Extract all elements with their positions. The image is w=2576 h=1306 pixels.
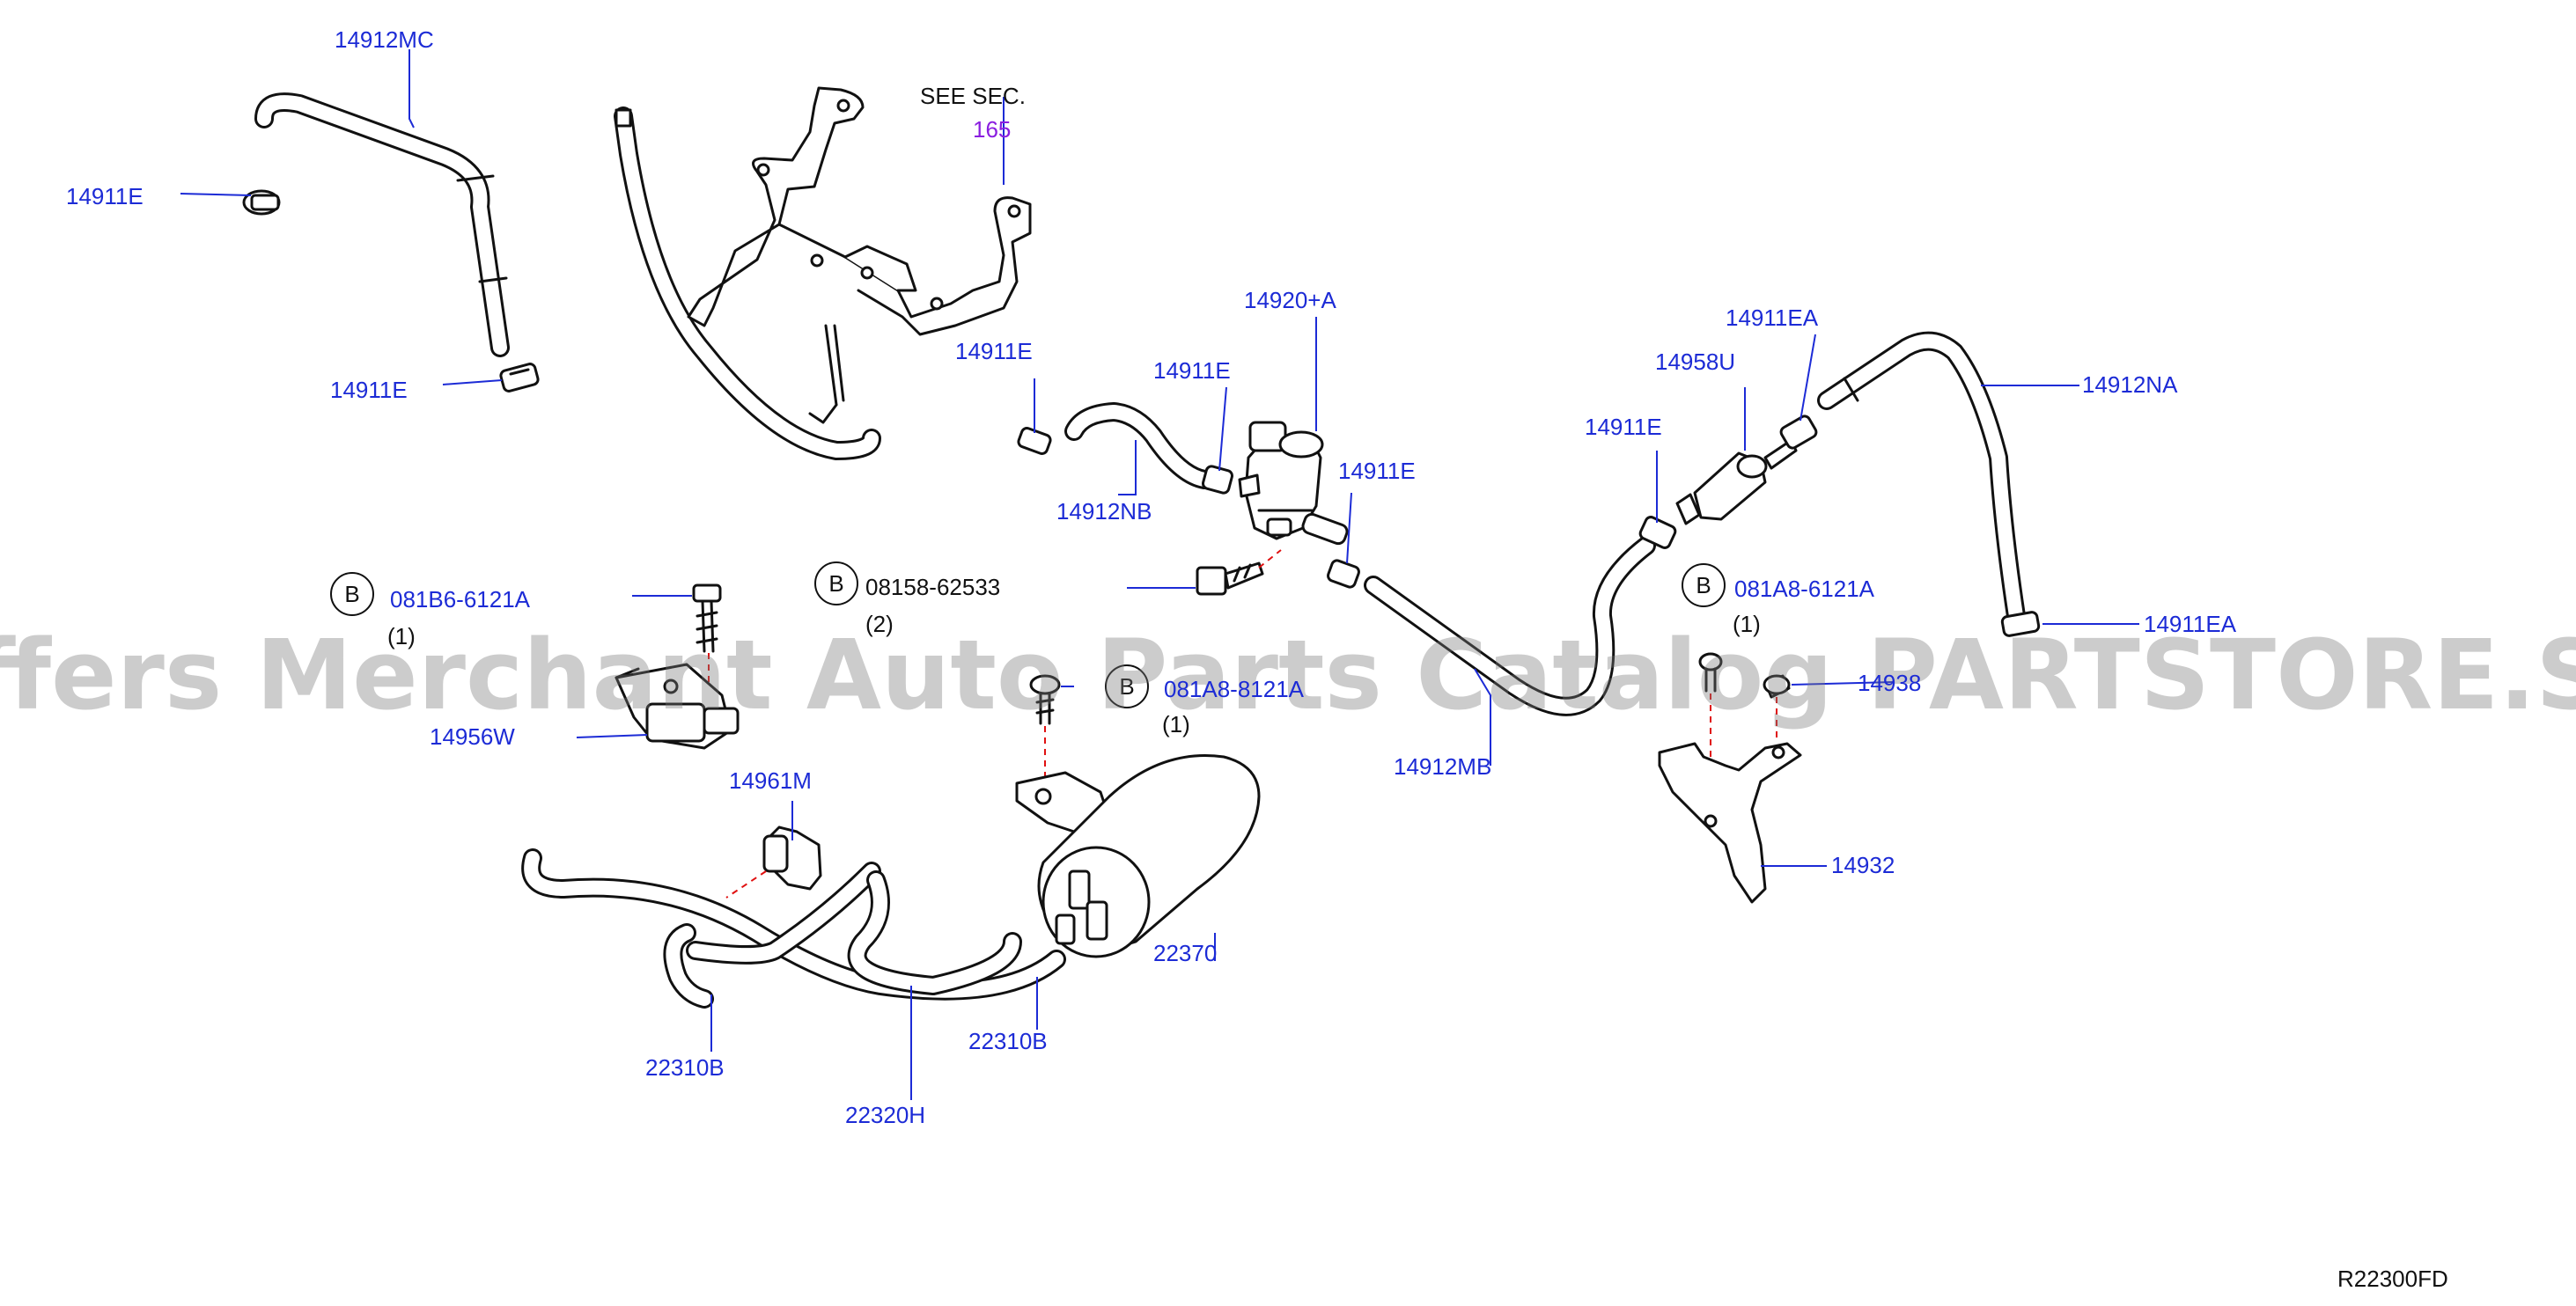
callout-letter: B	[1696, 572, 1711, 598]
bolt-callout-b2: B	[814, 561, 858, 605]
hose-22310b-right[interactable]	[847, 870, 1022, 995]
hose-22320h[interactable]	[521, 848, 1066, 1001]
clamp-14911e-center-left[interactable]	[1017, 427, 1052, 455]
label-14912nb[interactable]: 14912NB	[1056, 498, 1152, 525]
watermark-text: Offers Merchant Auto Parts Catalog PARTS…	[0, 619, 2576, 731]
callout-letter: B	[1119, 673, 1134, 700]
qty-081a8-8121a: (1)	[1162, 711, 1190, 737]
label-14912na[interactable]: 14912NA	[2082, 371, 2178, 398]
bolt-callout-b3: B	[1105, 664, 1149, 708]
label-14911e-center-left[interactable]: 14911E	[955, 338, 1033, 364]
nut-14938[interactable]	[1763, 674, 1791, 739]
hose-22310b-left[interactable]	[663, 862, 881, 1009]
valve-14958u[interactable]	[1675, 438, 1798, 525]
hose-14912nb[interactable]	[1064, 402, 1214, 489]
bolt-callout-b4: B	[1682, 563, 1726, 607]
label-14911e-center[interactable]: 14911E	[1153, 357, 1231, 384]
label-22310b-left[interactable]: 22310B	[645, 1054, 725, 1081]
label-14912mc[interactable]: 14912MC	[335, 26, 434, 53]
clip-14961m[interactable]	[725, 825, 822, 899]
clamp-14911ea-top[interactable]	[1779, 415, 1818, 451]
label-14911ea-bottom[interactable]: 14911EA	[2144, 611, 2237, 637]
callout-letter: B	[344, 581, 359, 607]
pipe-sec165	[614, 106, 881, 460]
bolt-08158-62533[interactable]	[1196, 549, 1282, 596]
label-081b6-6121a[interactable]: 081B6-6121A	[390, 586, 531, 613]
label-14920a[interactable]: 14920+A	[1244, 287, 1336, 313]
label-22320h[interactable]: 22320H	[845, 1102, 925, 1128]
label-14961m[interactable]: 14961M	[729, 767, 812, 794]
bracket-sec165	[687, 86, 1032, 424]
label-14956w[interactable]: 14956W	[430, 723, 515, 750]
label-14958u[interactable]: 14958U	[1655, 349, 1735, 375]
qty-08158-62533: (2)	[865, 611, 894, 637]
hose-14912mc[interactable]	[254, 92, 510, 357]
label-14911e-lower[interactable]: 14911E	[330, 377, 408, 403]
label-14938[interactable]: 14938	[1858, 670, 1921, 696]
figure-code: R22300FD	[2337, 1266, 2448, 1292]
callout-letter: B	[828, 570, 843, 597]
valve-14920a[interactable]	[1238, 421, 1349, 546]
label-08158-62533: 08158-62533	[865, 574, 1000, 600]
clamp-14911e-lower[interactable]	[499, 363, 540, 393]
part-labels: 14912MC 14911E 14911E SEE SEC. 165 14911…	[66, 26, 2448, 1292]
clamp-14911e-right-valve[interactable]	[1327, 559, 1360, 589]
leader-lines	[180, 49, 2139, 1100]
hose-14912na[interactable]	[1817, 331, 2026, 626]
label-14911e-right[interactable]: 14911E	[1585, 414, 1662, 440]
see-sec-number[interactable]: 165	[973, 116, 1011, 143]
clamp-14911e-right[interactable]	[1638, 516, 1677, 550]
clamp-14911e-center[interactable]	[1201, 465, 1234, 495]
bolt-081a8-8121a[interactable]	[1029, 674, 1061, 783]
label-14911e-top[interactable]: 14911E	[66, 183, 144, 209]
label-22370[interactable]: 22370	[1153, 940, 1217, 966]
bolt-callout-b1: B	[330, 572, 374, 616]
label-14932[interactable]: 14932	[1831, 852, 1895, 878]
label-22310b-right[interactable]: 22310B	[968, 1028, 1048, 1054]
label-081a8-6121a[interactable]: 081A8-6121A	[1734, 576, 1875, 602]
label-14912mb[interactable]: 14912MB	[1394, 753, 1491, 780]
clamp-14911ea-bottom[interactable]	[2000, 611, 2041, 637]
label-081a8-8121a[interactable]: 081A8-8121A	[1164, 676, 1305, 702]
clamp-14911e-top[interactable]	[242, 189, 281, 216]
solenoid-14956w[interactable]	[615, 663, 740, 750]
qty-081a8-6121a: (1)	[1733, 611, 1761, 637]
canister-22370[interactable]	[1015, 753, 1261, 958]
label-14911e-right-valve[interactable]: 14911E	[1338, 458, 1416, 484]
hose-14912mb[interactable]	[1364, 536, 1656, 716]
bracket-14932[interactable]	[1658, 742, 1802, 904]
qty-081b6-6121a: (1)	[387, 623, 416, 649]
bolt-081b6-6121a[interactable]	[692, 583, 722, 686]
see-sec-label: SEE SEC.	[920, 83, 1026, 109]
label-14911ea-top[interactable]: 14911EA	[1726, 304, 1819, 331]
